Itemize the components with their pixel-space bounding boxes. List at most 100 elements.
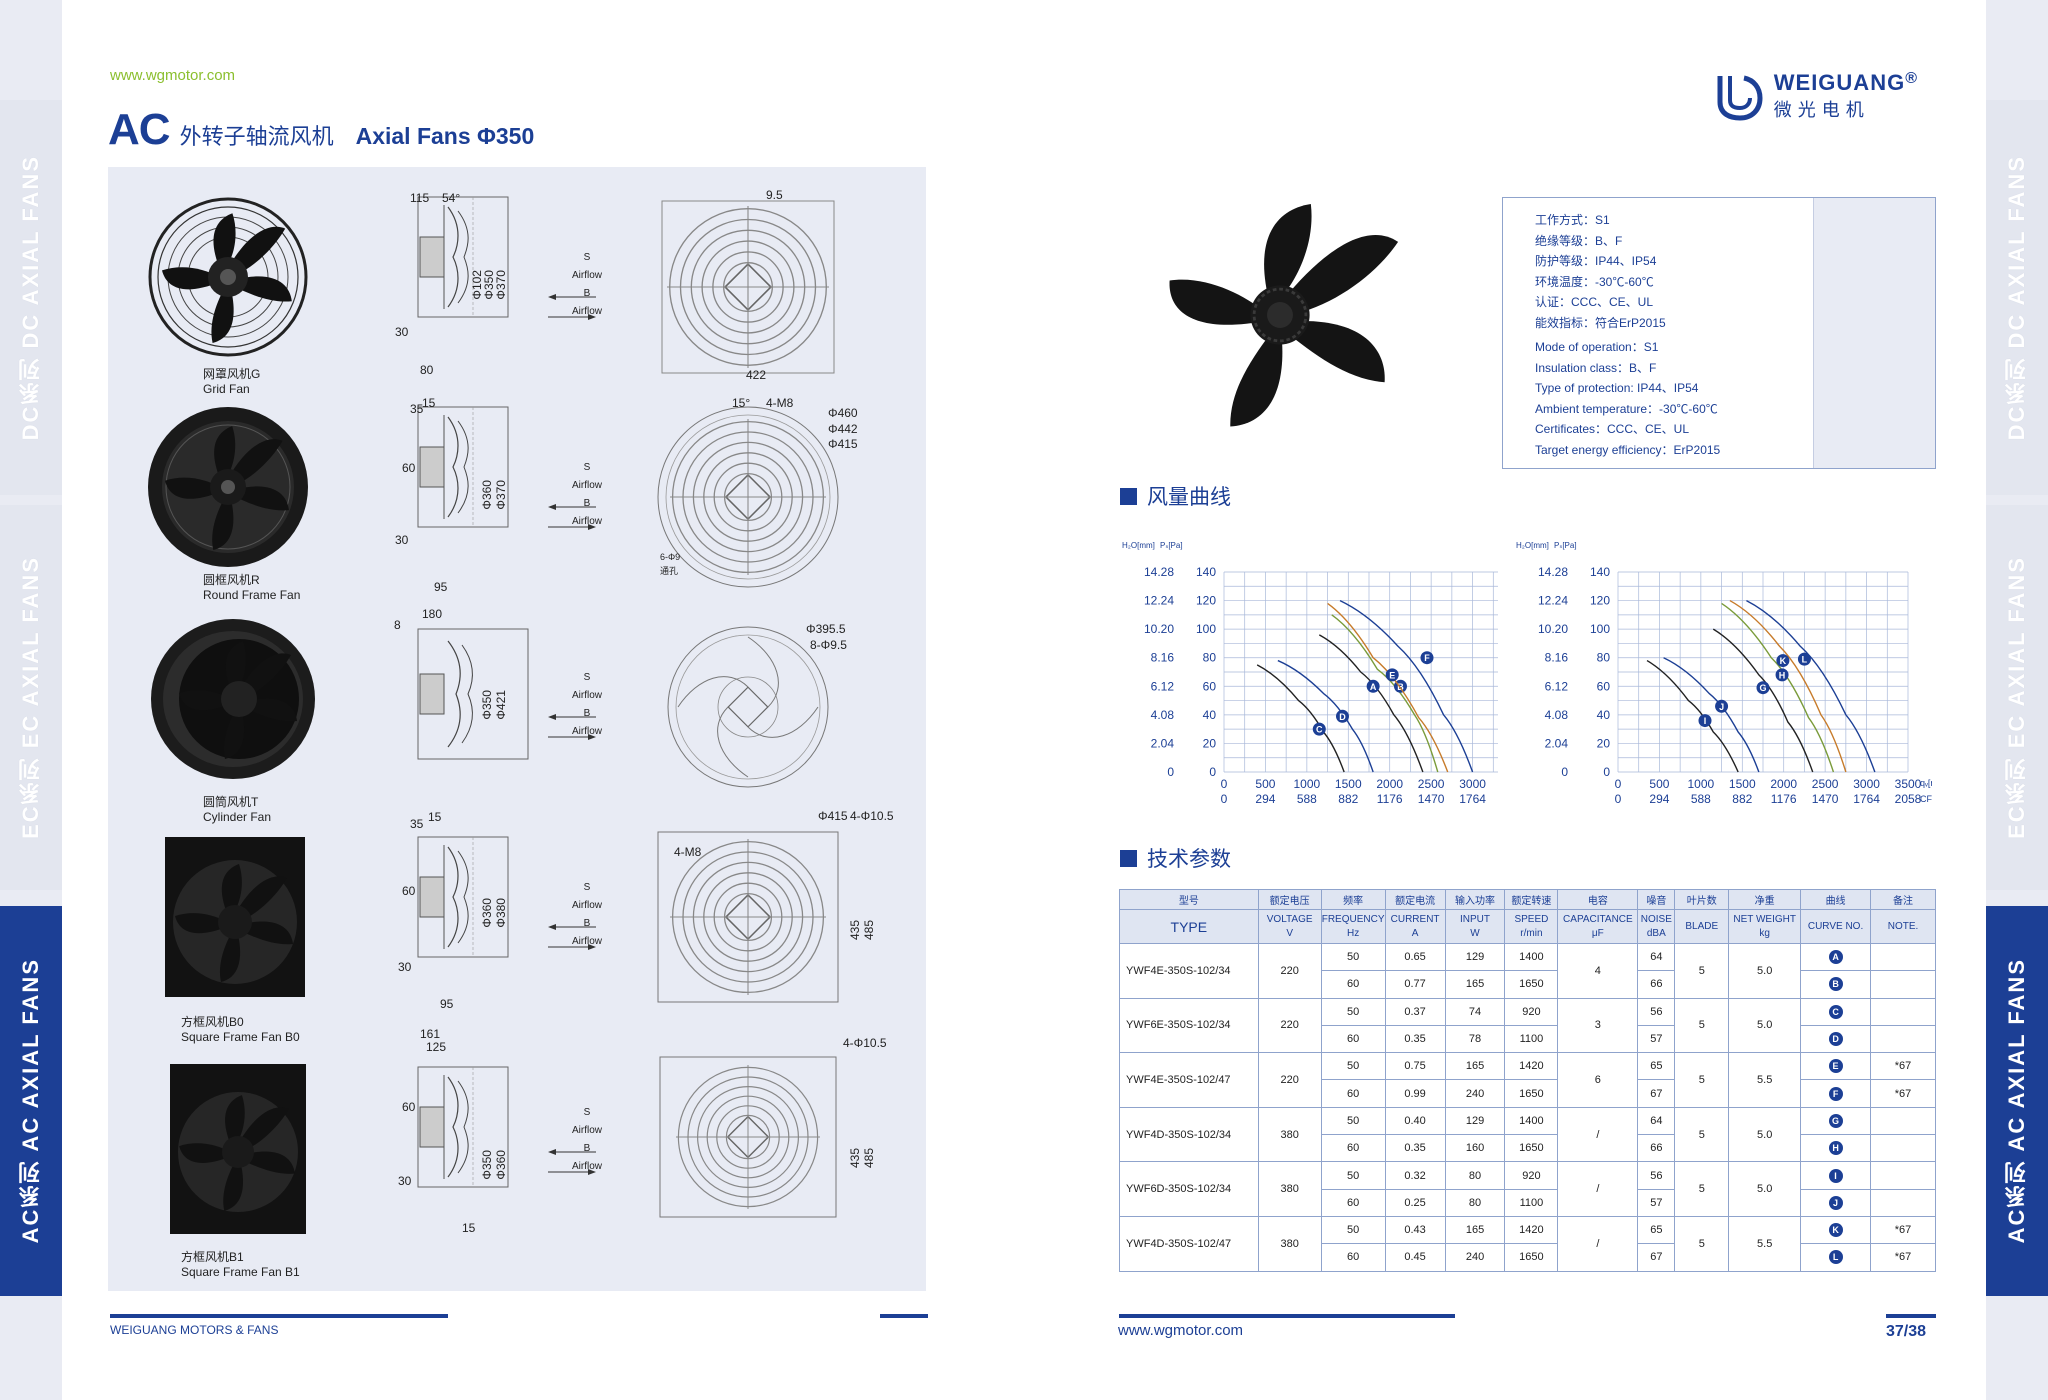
table-cell: *67 [1870,1052,1936,1081]
side-tab-dc-right[interactable]: DC系列 DC AXIAL FANS [1986,100,2048,495]
spec-line: 工作方式：S1 [1535,213,1610,227]
table-cell: YWF6E-350S-102/34 [1119,997,1259,1054]
table-cell: 56 [1637,1161,1676,1190]
spec-line: 能效指标：符合ErP2015 [1535,315,1666,330]
table-cell: 64 [1637,942,1676,972]
y-tick-label: 60 [1597,679,1611,693]
table-cell: 3 [1557,997,1639,1054]
y-tick-label-mm: 2.04 [1151,736,1175,750]
table-cell: YWF4E-350S-102/34 [1119,943,1259,999]
dim-label: 125 [426,1040,447,1054]
curve-g [1712,628,1814,773]
dim-label: 60 [402,884,416,898]
curve-c [1256,664,1345,773]
table-cell: 0.75 [1384,1052,1446,1081]
side-tab-dc-left[interactable]: DC系列 DC AXIAL FANS [0,100,62,495]
dim-label: 30 [398,960,412,974]
table-cell: 220 [1257,997,1322,1054]
table-header-cell: 曲线 [1800,889,1871,910]
footer-rule-right-end [1886,1314,1936,1318]
x2-tick-label: 1470 [1418,792,1445,806]
title-ac: AC [108,105,171,154]
table-cell: 60 [1320,1243,1386,1272]
y-tick-label: 140 [1590,565,1610,579]
spec-list-cn: 工作方式：S1 绝缘等级：B、F 防护等级：IP44、IP54 环境温度：-30… [1535,210,1666,333]
curve-badge: G [1828,1113,1843,1128]
table-cell: 380 [1257,1215,1322,1272]
left-url[interactable]: www.wgmotor.com [110,67,236,84]
table-cell: 5.0 [1728,1106,1802,1163]
table-cell: 60 [1320,1134,1386,1163]
x-tick-label: 2000 [1770,777,1797,791]
spec-line: Certificates：CCC、CE、UL [1535,422,1690,436]
table-cell: 0.32 [1384,1161,1446,1190]
side-tab-ec-right[interactable]: EC系列 EC AXIAL FANS [1986,505,2048,890]
curve-marker-label: C [1316,725,1323,735]
side-tab-ac-left[interactable]: AC系列 AC AXIAL FANS [0,906,62,1296]
curve-badge: E [1828,1059,1843,1074]
dim-label: 422 [746,368,767,382]
page-title: AC 外转子轴流风机 Axial Fans Φ350 [108,105,534,155]
x-tick-label: 2500 [1812,777,1839,791]
x-tick-label: 3000 [1459,777,1486,791]
y-tick-label-mm: 6.12 [1151,679,1175,693]
table-cell: 1400 [1504,1106,1559,1136]
table-cell: YWF6D-350S-102/34 [1119,1161,1259,1217]
curve-marker-label: I [1704,716,1707,726]
title-en: Axial Fans Φ350 [355,123,535,149]
y-tick-label: 80 [1597,651,1611,665]
dim-label: Φ350 [480,1150,494,1180]
dim-label: 35 [410,817,424,831]
table-cell: C [1800,997,1871,1026]
spec-line: Insulation class：B、F [1535,360,1657,375]
table-cell: 5.0 [1728,1161,1802,1217]
table-header-cell: 备注 [1870,889,1936,910]
x-tick-label: 1500 [1335,777,1362,791]
spec-line: 绝缘等级：B、F [1535,233,1623,248]
section-heading-curves: 风量曲线 [1120,481,1231,511]
table-cell: 50 [1320,1106,1386,1136]
curve-marker-label: L [1802,655,1808,665]
fan-photo-square-b0 [165,837,305,997]
dim-label: 485 [862,1148,876,1169]
dim-label: Φ395.5 [806,622,846,636]
table-cell: 1100 [1504,1188,1559,1217]
curve-marker-label: F [1424,653,1430,663]
table-header-cell: 额定电压 [1257,889,1322,910]
dim-label: 4-M8 [766,396,794,410]
y-tick-label-mm: 10.20 [1144,622,1174,636]
frontview-square-b1 [659,1056,837,1218]
y-tick-label-mm: 0 [1167,765,1174,779]
page-number: 37/38 [1886,1323,1927,1340]
side-tab-ec-left[interactable]: EC系列 EC AXIAL FANS [0,505,62,890]
side-tab-ac-right[interactable]: AC系列 AC AXIAL FANS [1986,906,2048,1296]
y-tick-label-mm: 0 [1561,765,1568,779]
brand-logo[interactable]: WEIGUANG® 微光电机 [1714,70,1918,122]
dim-label: Φ421 [494,690,508,720]
y-tick-label-mm: 14.28 [1538,565,1568,579]
table-cell: 380 [1257,1106,1322,1163]
curve-k [1729,599,1847,773]
spec-list-en: Mode of operation：S1 Insulation class：B、… [1535,337,1720,460]
y-tick-label: 120 [1590,594,1610,608]
curve-marker-label: E [1389,670,1395,680]
table-cell: 1420 [1504,1052,1559,1081]
x2-tick-label: 0 [1221,792,1228,806]
x-tick-label: 3500 [1895,777,1922,791]
x-axis-label: qᵥ[m³/h] [1920,778,1932,788]
right-footer-url[interactable]: www.wgmotor.com [1118,1322,1244,1339]
table-cell: 5 [1674,1215,1730,1272]
